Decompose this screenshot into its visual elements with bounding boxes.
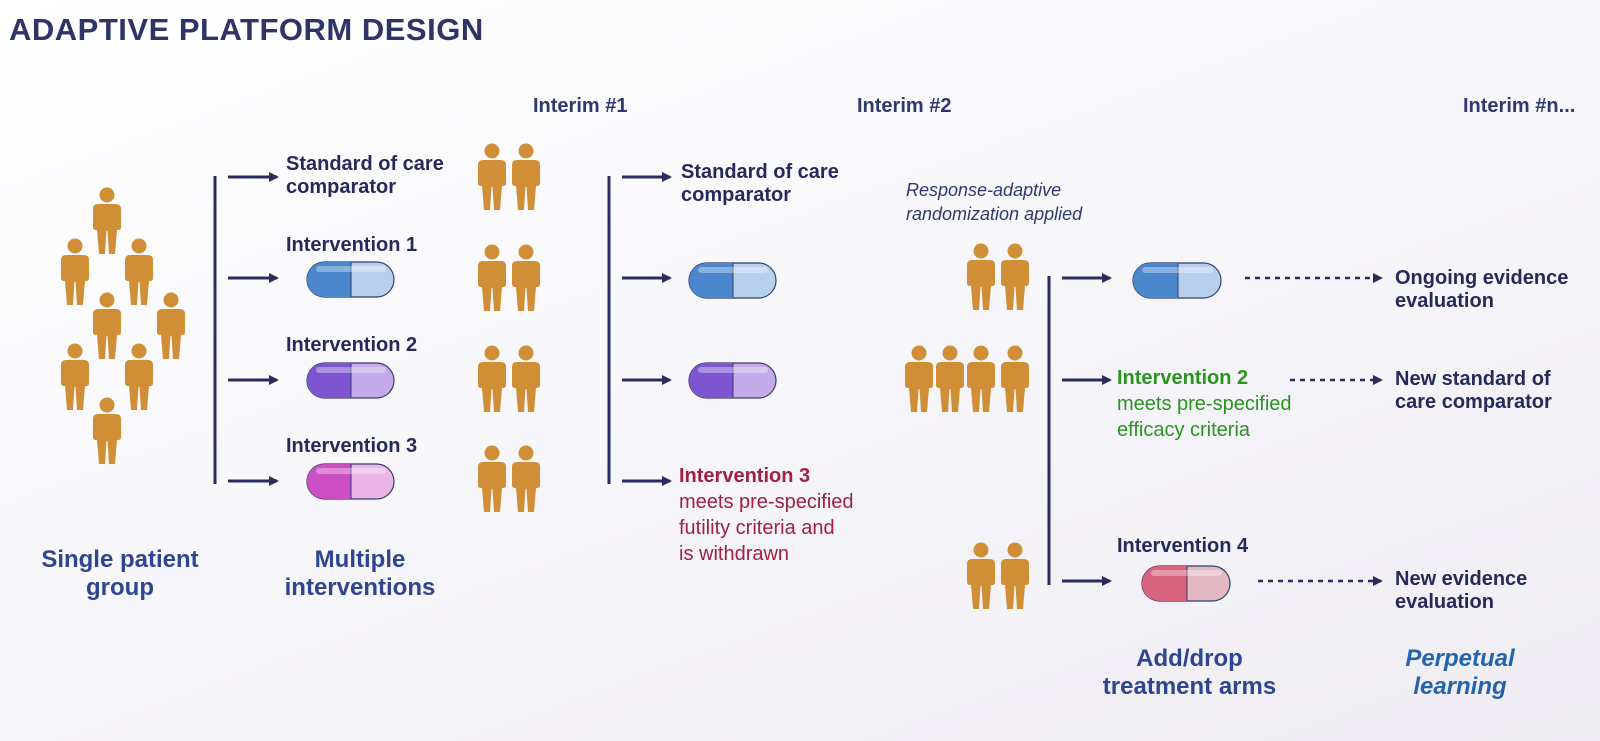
person-icon bbox=[478, 345, 506, 412]
person-icon bbox=[1001, 243, 1029, 310]
person-icon bbox=[905, 345, 933, 412]
person-icon bbox=[1001, 345, 1029, 412]
new-evidence-label: New evidence evaluation bbox=[1395, 568, 1528, 613]
enrolled-patients bbox=[478, 143, 540, 512]
patient-group bbox=[61, 187, 185, 464]
person-icon bbox=[967, 243, 995, 310]
person-icon bbox=[93, 292, 121, 359]
person-icon bbox=[478, 445, 506, 512]
new-standard-label: New standard of care comparator bbox=[1395, 368, 1552, 413]
person-icon bbox=[61, 343, 89, 410]
person-icon bbox=[93, 397, 121, 464]
pill-blue-icon bbox=[306, 261, 395, 298]
person-icon bbox=[93, 187, 121, 254]
person-icon bbox=[61, 238, 89, 305]
pill-pink-icon bbox=[1141, 565, 1231, 602]
page-title: ADAPTIVE PLATFORM DESIGN bbox=[9, 12, 484, 47]
person-icon bbox=[512, 143, 540, 210]
person-icon bbox=[478, 143, 506, 210]
person-icon bbox=[1001, 542, 1029, 609]
person-icon bbox=[512, 445, 540, 512]
person-icon bbox=[157, 292, 185, 359]
pill-magenta-icon bbox=[306, 463, 395, 500]
interim-n-label: Interim #n... bbox=[1463, 95, 1576, 117]
response-adaptive-note: Response-adaptive randomization applied bbox=[906, 180, 1083, 224]
pill-blue-icon bbox=[1132, 262, 1222, 299]
multiple-interventions-footer: Multiple interventions bbox=[284, 546, 436, 601]
stage1-intervention-1-label: Intervention 1 bbox=[286, 234, 418, 256]
person-icon bbox=[936, 345, 964, 412]
person-icon bbox=[512, 345, 540, 412]
new-intervention-label: Intervention 4 bbox=[1117, 535, 1249, 557]
interim-1-label: Interim #1 bbox=[533, 95, 628, 117]
stage1-intervention-3-label: Intervention 3 bbox=[286, 435, 418, 457]
adaptive-patients bbox=[905, 243, 1029, 609]
add-drop-footer: Add/drop treatment arms bbox=[1102, 645, 1277, 700]
stage1-comparator-label: Standard of care comparator bbox=[286, 153, 444, 198]
interim-2-label: Interim #2 bbox=[857, 95, 952, 117]
stage1-intervention-2-label: Intervention 2 bbox=[286, 334, 418, 356]
pill-purple-icon bbox=[306, 362, 395, 399]
person-icon bbox=[967, 542, 995, 609]
ongoing-evidence-label: Ongoing evidence evaluation bbox=[1395, 267, 1569, 312]
person-icon bbox=[478, 244, 506, 311]
person-icon bbox=[512, 244, 540, 311]
single-patient-group-footer: Single patient group bbox=[41, 546, 199, 601]
person-icon bbox=[125, 238, 153, 305]
perpetual-learning-footer: Perpetual learning bbox=[1405, 645, 1515, 700]
person-icon bbox=[125, 343, 153, 410]
efficacy-intervention-note: Intervention 2 meets pre-specified effic… bbox=[1117, 367, 1292, 441]
pill-purple-icon bbox=[688, 362, 777, 399]
person-icon bbox=[967, 345, 995, 412]
pill-blue-icon bbox=[688, 262, 777, 299]
stage2-comparator-label: Standard of care comparator bbox=[681, 161, 839, 206]
withdrawn-intervention-note: Intervention 3 meets pre-specified futil… bbox=[679, 465, 854, 565]
